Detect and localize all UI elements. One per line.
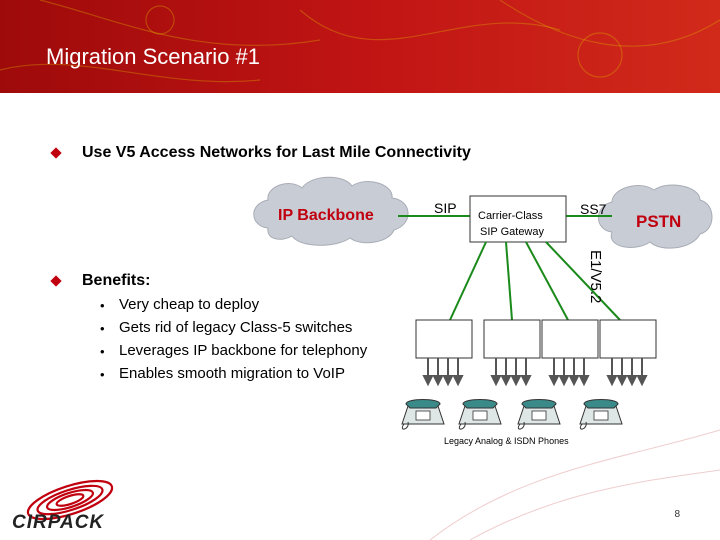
access-node-boxes xyxy=(416,320,656,358)
background-watermark xyxy=(430,430,720,540)
phone-icon xyxy=(518,400,560,430)
phone-icon xyxy=(402,400,444,430)
phone-icon xyxy=(580,400,622,430)
page-number: 8 xyxy=(674,509,680,520)
gateway-label-line1: Carrier-Class xyxy=(478,210,543,222)
cirpack-logo-text: CIRPACK xyxy=(12,512,104,534)
e1-v52-label: E1/V5.2 xyxy=(587,250,604,303)
phones-caption: Legacy Analog & ISDN Phones xyxy=(444,436,569,446)
subscriber-line-arrows xyxy=(424,358,646,384)
ss7-label: SS7 xyxy=(580,201,606,217)
pstn-label: PSTN xyxy=(636,212,681,232)
gateway-label-line2: SIP Gateway xyxy=(480,226,544,238)
ip-backbone-label: IP Backbone xyxy=(278,207,374,225)
sip-label: SIP xyxy=(434,200,457,216)
phone-icon xyxy=(459,400,501,430)
